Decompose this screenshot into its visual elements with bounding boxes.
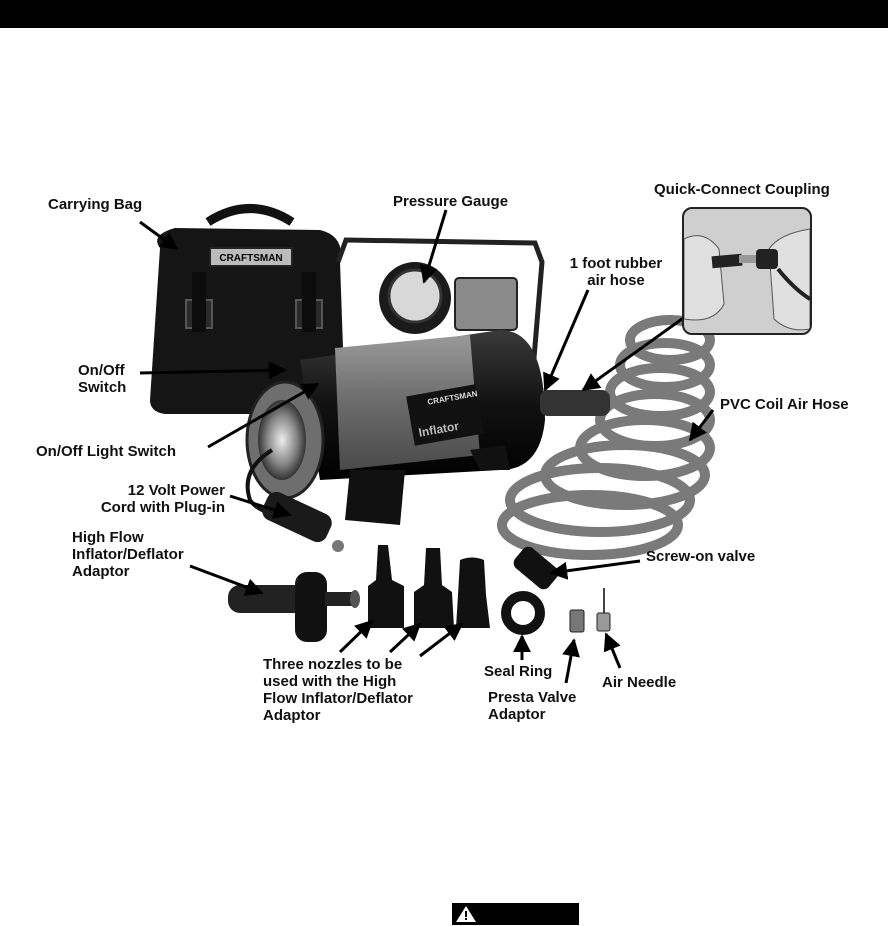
screw-on-valve: [513, 546, 559, 590]
warning-banner: [452, 903, 579, 925]
bag-logo: CRAFTSMAN: [219, 253, 282, 264]
wire-handle: [335, 237, 545, 371]
label-quick-connect: Quick-Connect Coupling: [654, 181, 830, 198]
label-adaptor: High Flow Inflator/Deflator Adaptor: [72, 529, 184, 580]
presta-adaptor: [569, 609, 585, 633]
label-pvc-hose: PVC Coil Air Hose: [720, 396, 849, 413]
label-adaptor-line1: High Flow: [72, 529, 144, 546]
inflator-deflator-adaptor: [228, 572, 360, 642]
label-power-line2: Cord with Plug-in: [100, 499, 225, 516]
label-light-switch: On/Off Light Switch: [36, 443, 176, 460]
label-onoff-switch: On/Off Switch: [78, 362, 126, 396]
label-nozzles-line1: Three nozzles to be: [263, 656, 403, 673]
compressor: CRAFTSMAN Inflator: [245, 262, 610, 525]
label-rubber-hose: 1 foot rubber air hose: [556, 255, 676, 289]
label-onoff-line1: On/Off: [78, 362, 125, 379]
power-plug: [262, 491, 344, 552]
warning-icon: [456, 906, 476, 922]
label-seal-ring: Seal Ring: [484, 663, 553, 680]
label-nozzles-line2: used with the High: [263, 673, 397, 690]
label-rubber-hose-line1: 1 foot rubber: [569, 255, 663, 272]
label-power-cord: 12 Volt Power Cord with Plug-in: [60, 482, 225, 516]
label-air-needle: Air Needle: [602, 674, 677, 691]
air-needle: [596, 588, 611, 632]
label-screw-valve: Screw-on valve: [646, 548, 756, 565]
header-bar: [0, 0, 888, 28]
carrying-bag: CRAFTSMAN: [150, 204, 345, 415]
pvc-coil-hose: [497, 315, 715, 560]
label-adaptor-line2: Inflator/Deflator: [72, 546, 184, 563]
label-power-line1: 12 Volt Power: [127, 482, 225, 499]
label-onoff-line2: Switch: [78, 379, 127, 396]
quick-connect-inset: [682, 207, 812, 335]
label-presta-line1: Presta Valve: [488, 689, 577, 706]
label-nozzles-line3: Flow Inflator/Deflator: [263, 690, 413, 707]
label-presta-adaptor: Presta Valve Adaptor: [488, 689, 576, 723]
label-nozzles: Three nozzles to be used with the High F…: [263, 656, 413, 724]
label-pressure-gauge: Pressure Gauge: [393, 193, 509, 210]
nozzles: [368, 545, 490, 628]
callout-arrows: [139, 209, 715, 684]
label-rubber-hose-line2: air hose: [587, 272, 645, 289]
seal-ring: [501, 591, 545, 635]
label-presta-line2: Adaptor: [488, 706, 546, 723]
label-carrying-bag: Carrying Bag: [48, 196, 143, 213]
label-nozzles-line4: Adaptor: [263, 707, 321, 724]
label-adaptor-line3: Adaptor: [72, 563, 130, 580]
